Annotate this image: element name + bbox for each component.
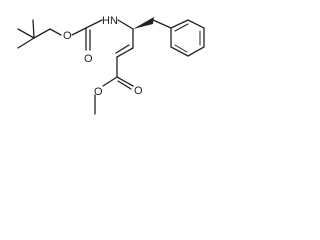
bond-ether-oxygen-to-carbonyl xyxy=(71,27,87,36)
wedge-bond-benzyl-fill xyxy=(133,17,154,29)
bond-carbonyl-to-nitrogen xyxy=(85,19,103,29)
atom-oxygen-ester-carbonyl: O xyxy=(134,85,143,97)
atom-oxygen-ether: O xyxy=(63,30,72,42)
bond-alkene-b xyxy=(115,44,130,54)
molecule-drawing: O O HN O O xyxy=(17,15,205,115)
atom-oxygen-methoxy: O xyxy=(94,86,103,98)
bond-tbu-to-carbon xyxy=(33,28,51,39)
phenyl-double-bond-3 xyxy=(174,44,188,53)
bond-ester-carbon-to-oxygen xyxy=(102,76,118,87)
bond-ester-carbonyl-a xyxy=(116,76,134,87)
phenyl-ring xyxy=(170,19,205,57)
bond-nitrogen-to-stereocenter xyxy=(117,19,134,30)
atom-oxygen-carbonyl: O xyxy=(84,53,93,65)
structure-canvas: O O HN O O xyxy=(0,0,238,160)
bond-tbu-to-ether-oxygen xyxy=(49,28,62,36)
bond-tbu-methyl-1 xyxy=(17,28,35,39)
atom-nitrogen: HN xyxy=(102,15,118,27)
bond-tbu-methyl-3 xyxy=(32,19,35,39)
phenyl-double-bond-1 xyxy=(174,23,189,32)
bond-ester-carbonyl-b xyxy=(117,80,132,90)
bond-alkene-a xyxy=(116,47,134,58)
bond-tbu-methyl-2 xyxy=(17,37,35,49)
bond-ch2-to-phenyl xyxy=(152,19,172,29)
